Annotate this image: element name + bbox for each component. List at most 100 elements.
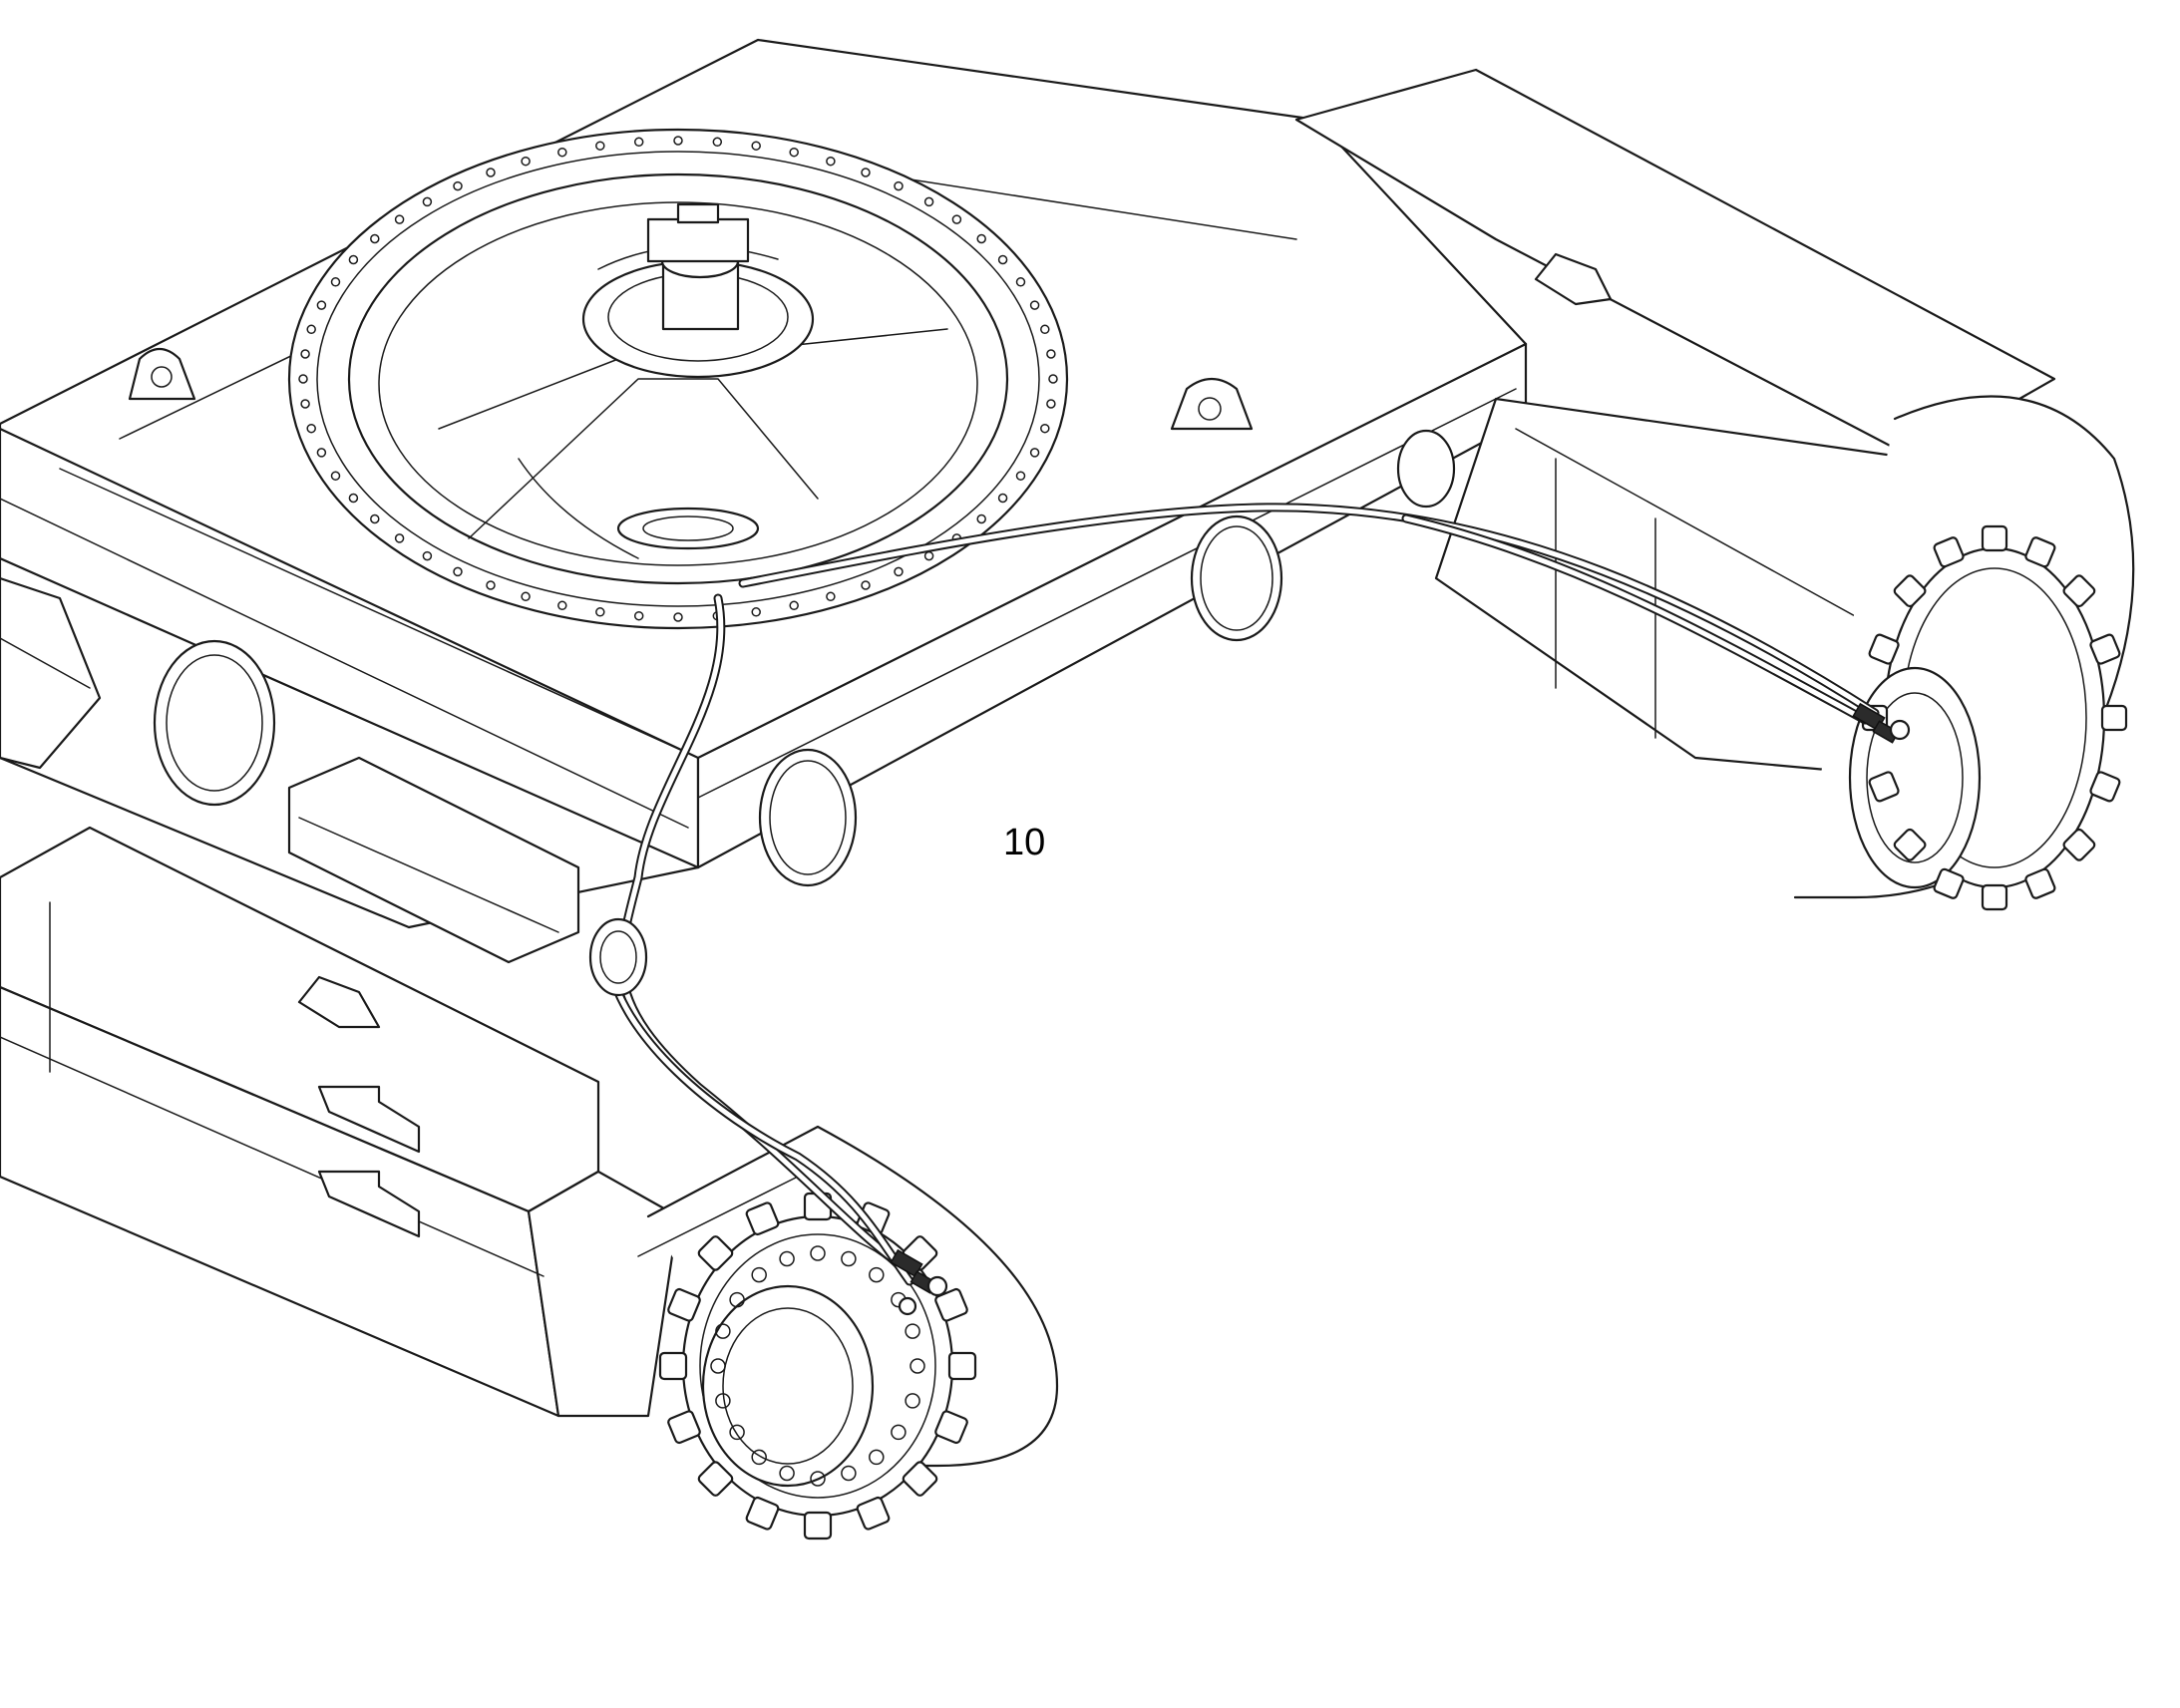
bolt-hole [557, 600, 567, 611]
bolt-hole [521, 156, 531, 167]
bolt-hole [1048, 374, 1058, 384]
bolt-hole [673, 612, 683, 622]
sprocket-bolt [891, 1424, 907, 1441]
hose-entry-ring [588, 917, 648, 997]
sprocket-tooth [2089, 633, 2121, 665]
left-frame-hole [153, 639, 276, 807]
sprocket-tooth [667, 1410, 701, 1445]
bolt-hole [394, 533, 405, 543]
sprocket-bolt [905, 1393, 920, 1409]
sprocket-tooth [2100, 704, 2128, 732]
bolt-hole [976, 233, 986, 244]
callout-label-10: 10 [1003, 822, 1046, 863]
sprocket-bolt [810, 1245, 826, 1261]
bolt-hole [370, 233, 380, 244]
bolt-hole [453, 566, 463, 577]
bolt-hole [348, 493, 359, 504]
bolt-hole [1046, 349, 1056, 359]
bolt-hole [330, 277, 341, 287]
sprocket-tooth [1933, 867, 1965, 899]
bolt-hole [370, 513, 380, 524]
bolt-hole [633, 610, 644, 621]
sprocket-tooth [1933, 536, 1965, 568]
bolt-hole [453, 180, 463, 191]
left-sprocket-teeth [658, 1192, 977, 1540]
bolt-hole [486, 168, 496, 177]
bolt-hole [951, 214, 962, 224]
sprocket-tooth [2089, 771, 2121, 803]
bolt-hole [894, 566, 904, 577]
sprocket-bolt [909, 1358, 925, 1374]
left-motor-fittings [890, 1248, 948, 1316]
sprocket-tooth [803, 1511, 833, 1540]
sprocket-bolt [729, 1424, 745, 1441]
bolt-hole [300, 349, 310, 359]
bolt-hole [316, 300, 327, 310]
hydraulic-hose-to-right-motor [738, 503, 1880, 725]
sprocket-tooth [745, 1201, 780, 1236]
bolt-hole [861, 168, 871, 177]
bolt-hole [306, 324, 316, 335]
bolt-hole [826, 591, 836, 602]
bolt-hole [633, 137, 644, 148]
sprocket-bolt [715, 1393, 731, 1409]
sprocket-bolt [869, 1449, 885, 1466]
sprocket-tooth [1893, 828, 1927, 861]
bolt-hole [394, 214, 405, 224]
access-hole-center [758, 748, 858, 887]
bolt-hole [789, 600, 799, 611]
sprocket-bolt [869, 1266, 885, 1283]
sprocket-tooth [658, 1351, 688, 1381]
bolt-hole [861, 580, 871, 590]
bolt-hole [1040, 324, 1050, 335]
sprocket-bolt [710, 1358, 726, 1374]
sprocket-tooth [2024, 867, 2056, 899]
sprocket-tooth [1868, 633, 1900, 665]
sprocket-bolt [810, 1471, 826, 1487]
lifting-lug-right [1170, 377, 1254, 431]
bolt-hole [298, 374, 308, 384]
sprocket-tooth [1868, 771, 1900, 803]
bolt-hole [306, 423, 316, 434]
bolt-hole [422, 550, 433, 561]
bolt-hole [1046, 399, 1056, 409]
sprocket-tooth [1893, 574, 1927, 608]
center-swivel-joint [581, 202, 815, 379]
bolt-hole [751, 607, 761, 617]
left-sprocket-bolts [710, 1245, 925, 1487]
sprocket-tooth [2062, 574, 2096, 608]
hose-entry-ring-right [1396, 429, 1456, 509]
bolt-hole [422, 196, 433, 207]
bolt-hole [826, 156, 836, 167]
left-drive-sprocket [658, 1192, 977, 1540]
sprocket-tooth [947, 1351, 977, 1381]
right-motor-fittings [1852, 702, 1911, 744]
sprocket-tooth [934, 1410, 968, 1445]
sprocket-bolt [779, 1465, 795, 1482]
side-handle-lower [317, 1170, 421, 1238]
bolt-hole [1015, 471, 1026, 481]
sprocket-tooth [1981, 883, 2008, 911]
bolt-hole [673, 136, 683, 146]
bolt-hole [976, 513, 986, 524]
bolt-hole [1029, 448, 1040, 458]
sprocket-bolt [751, 1449, 767, 1466]
sprocket-bolt [841, 1250, 857, 1267]
bolt-hole [300, 399, 310, 409]
sprocket-tooth [2062, 828, 2096, 861]
side-handle-upper [317, 1085, 421, 1154]
right-drive-sprocket [1793, 395, 2135, 911]
bolt-hole [789, 147, 799, 158]
bolt-hole [348, 254, 359, 265]
ring-slot [616, 507, 760, 550]
lifting-lug-left [128, 347, 196, 401]
bolt-hole [1029, 300, 1040, 310]
bolt-hole [712, 137, 723, 148]
sprocket-tooth [934, 1287, 968, 1322]
bolt-hole [894, 180, 904, 191]
bolt-hole [330, 471, 341, 481]
sprocket-tooth [667, 1287, 701, 1322]
bolt-hole [1015, 277, 1026, 287]
sprocket-tooth [902, 1461, 938, 1497]
sprocket-bolt [729, 1291, 745, 1308]
